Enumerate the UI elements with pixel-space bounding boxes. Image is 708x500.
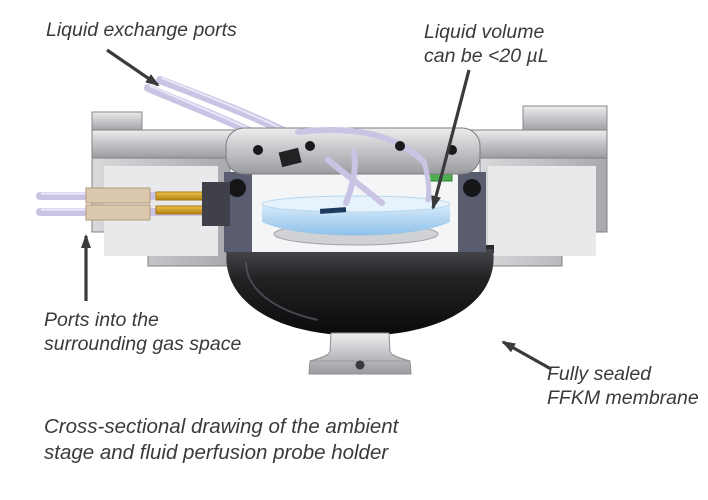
sample-mark: [319, 207, 347, 214]
gold-pin-1: [155, 191, 205, 201]
label-text-line1: Liquid volume: [424, 21, 545, 43]
figure-caption: Cross-sectional drawing of the ambient s…: [44, 414, 398, 466]
gold-pin-2: [155, 205, 205, 215]
arrow-membrane: [501, 340, 552, 371]
label-text-line2: can be <20 µL: [424, 45, 549, 67]
label-liquid-volume: Liquid volume can be <20 µL: [424, 20, 549, 68]
label-text: Liquid exchange ports: [46, 19, 237, 41]
tube-inner-3: [421, 159, 432, 203]
body-left-ear: [91, 111, 143, 133]
label-liquid-exchange-ports: Liquid exchange ports: [46, 18, 237, 42]
label-text-line2: FFKM membrane: [547, 387, 699, 409]
liquid-pool: [262, 204, 450, 236]
lid-bolt-3: [395, 141, 405, 151]
label-text-line1: Ports into the: [44, 309, 159, 331]
body-right-ear: [522, 105, 608, 133]
tube-over-lid: [295, 126, 427, 165]
label-text-line1: Fully sealed: [547, 363, 652, 385]
callout-arrows: [81, 48, 552, 371]
label-membrane: Fully sealed FFKM membrane: [547, 362, 699, 410]
pedestal-hole: [355, 360, 365, 370]
tube-inner-2: [343, 149, 358, 206]
inner-tubes: [325, 149, 432, 206]
membrane-body: [226, 249, 494, 334]
arrow-liquid-exchange-ports: [106, 48, 160, 87]
label-text-line2: surrounding gas space: [44, 333, 242, 355]
o-ring-right: [463, 179, 481, 197]
lid-bolt-1: [253, 145, 263, 155]
cut-face-right: [488, 166, 596, 256]
fitting-tan-2: [85, 204, 151, 221]
label-gas-ports: Ports into the surrounding gas space: [44, 308, 241, 356]
gas-port-assembly: [36, 182, 230, 226]
o-ring-left: [228, 179, 246, 197]
arrow-liquid-volume: [431, 69, 471, 210]
pedestal-body: [308, 332, 412, 375]
lid-bolt-2: [305, 141, 315, 151]
lid-clamp: [278, 147, 302, 168]
membrane-highlight: [245, 261, 319, 321]
port-connector-block: [202, 182, 230, 226]
caption-line2: stage and fluid perfusion probe holder: [44, 441, 389, 464]
ffkm-membrane-dome: [226, 245, 494, 334]
fitting-tan-1: [85, 187, 151, 204]
pedestal: [308, 332, 412, 375]
liquid-surface: [261, 195, 451, 213]
caption-line1: Cross-sectional drawing of the ambient: [44, 415, 399, 438]
